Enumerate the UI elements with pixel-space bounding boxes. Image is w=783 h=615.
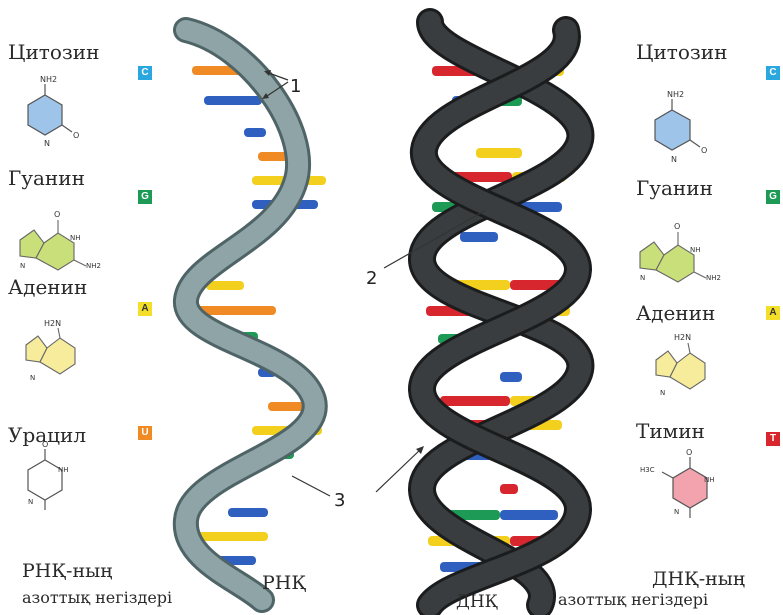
rna-guanine-formula: O NH NH2 N [20,210,101,270]
pointer-1-label: 1 [290,76,301,97]
rna-adenine-amine: H2N [44,319,61,328]
rna-guanine-n: N [20,262,25,270]
rna-guanine-nh: NH [70,234,81,242]
dna-base-bar [500,484,518,494]
dna-adenine-formula: H2N N [656,333,705,397]
dna-thymine-formula: O H3C NH N [640,448,715,518]
rna-uracil-o: O [42,440,48,449]
dna-adenine-n: N [660,389,665,397]
dna-guanine-nh: NH [690,246,701,254]
rna-base-bar [228,508,268,517]
rna-cytosine-o: O [73,131,79,140]
dna-base-bar [440,396,510,406]
rna-cytosine-n: N [44,139,50,148]
rna-caption: РНҚ [262,572,306,594]
pointer-2-label: 2 [366,268,377,289]
rna-base-bar [244,128,266,137]
rna-adenine-formula: H2N N [26,319,75,382]
rna-cytosine-formula: NH2 N O [28,75,79,148]
rna-cytosine-amine: NH2 [40,75,57,84]
rna-bases-caption-line2: азоттық негіздері [22,588,172,607]
rna-base-bar [206,281,244,290]
dna-thymine-o: O [686,448,692,457]
rna-uracil-nh: NH [58,466,69,474]
dna-thymine-methyl: H3C [640,466,655,474]
rna-adenine-n: N [30,374,35,382]
rna-guanine-nh2: NH2 [86,262,101,270]
dna-cytosine-o: O [701,146,707,155]
dna-bases-caption-line2: азоттық негіздері [558,590,708,609]
dna-thymine-nh: NH [704,476,715,484]
dna-cytosine-n: N [671,155,677,164]
dna-cytosine-amine: NH2 [667,90,684,99]
rna-guanine-o: O [54,210,60,219]
dna-guanine-o: O [674,222,680,231]
pointer-3: 3 [292,446,424,511]
dna-base-bar [500,372,522,382]
dna-guanine-nh2: NH2 [706,274,721,282]
rna-base-bar [204,96,262,105]
pointer-3-label: 3 [334,490,345,511]
dna-adenine-amine: H2N [674,333,691,342]
rna-bases-caption-line1: РНҚ-ның [22,560,112,582]
dna-base-bar [460,232,498,242]
rna-uracil-formula: O NH N [28,440,69,510]
dna-base-bar [500,510,558,520]
dna-bases-caption-line1: ДНҚ-ның [652,568,745,590]
dna-cytosine-formula: NH2 N O [655,90,707,164]
rna-uracil-n: N [28,498,33,506]
dna-guanine-formula: O NH NH2 N [640,222,721,282]
dna-guanine-n: N [640,274,645,282]
dna-base-bar [476,148,522,158]
dna-thymine-n: N [674,508,679,516]
dna-caption: ДНҚ [456,592,498,612]
